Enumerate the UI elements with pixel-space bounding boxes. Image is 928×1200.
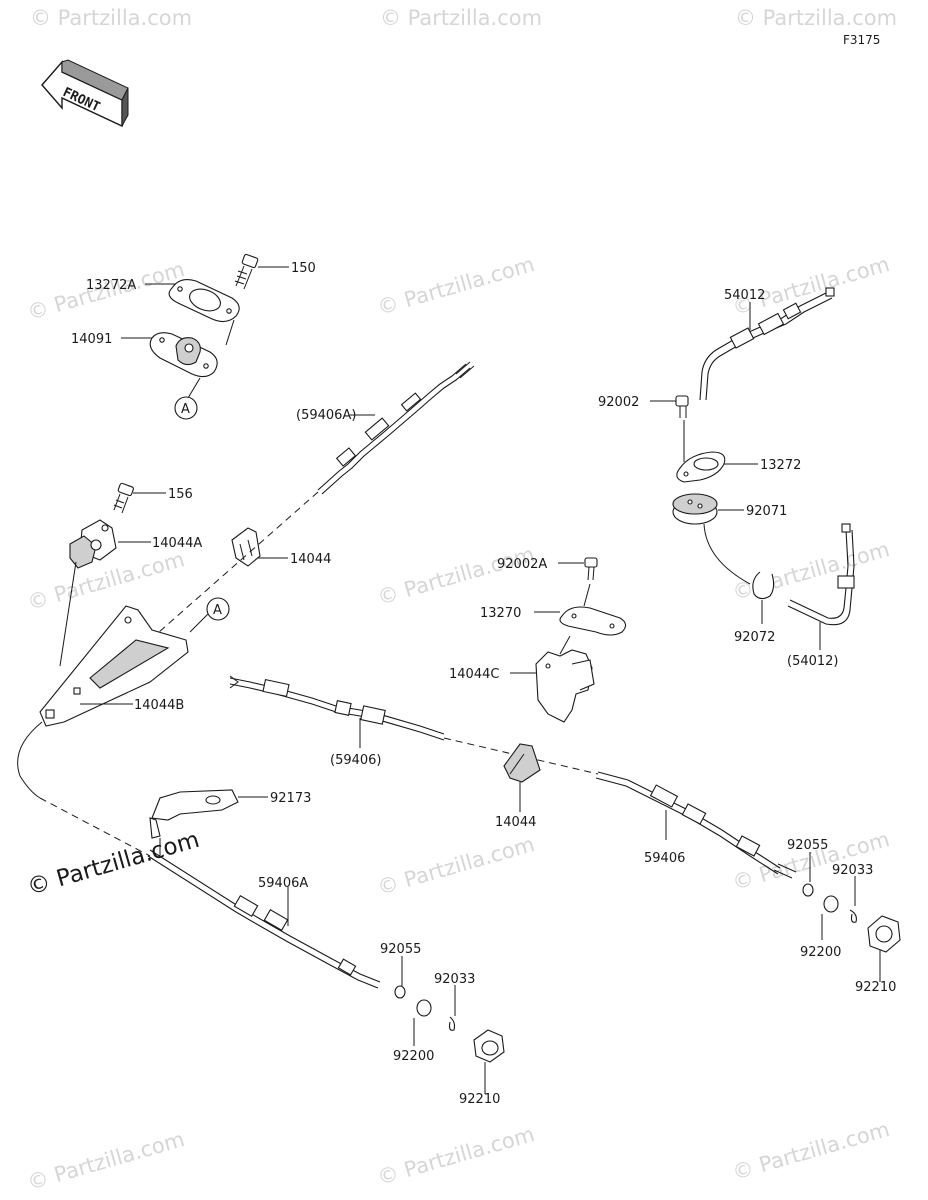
label-92002A: 92002A [497,557,547,572]
label-13272: 13272 [760,458,801,473]
gasket-13270-icon [559,606,627,636]
nut-92210-right-icon [867,915,901,953]
watermark: © Partzilla.com [375,832,537,900]
label-54012: 54012 [724,288,765,303]
label-59406-paren: (59406) [330,753,382,768]
front-arrow-icon: FRONT [41,59,129,128]
figure-code: F3175 [843,33,880,47]
cable-59406-middle-icon [229,675,445,741]
clip-92033-right-icon [849,909,857,923]
bracket-14044B-icon [39,605,189,727]
clip-14044-middle-icon [503,743,541,783]
washer-92200-right-icon [823,895,839,913]
cable-54012-lower-icon [787,523,855,626]
watermarks: © Partzilla.com © Partzilla.com © Partzi… [24,6,897,1195]
washer-92200-left-icon [416,999,432,1017]
cable-59406-right-icon [595,771,797,879]
bracket-14044C-icon [535,649,595,723]
watermark: © Partzilla.com [380,6,542,30]
clip-92033-left-icon [448,1016,456,1031]
label-92033-left: 92033 [434,972,475,987]
label-59406: 59406 [644,851,685,866]
label-13272A: 13272A [86,278,136,293]
cable-54012-icon [699,287,835,401]
watermark: © Partzilla.com [375,1122,537,1190]
watermark: © Partzilla.com [25,547,187,615]
clamp-92072-icon [752,571,775,600]
label-92210-right: 92210 [855,980,896,995]
oring-92055-right-icon [802,883,814,897]
label-14091: 14091 [71,332,112,347]
label-156: 156 [168,487,193,502]
label-54012-paren: (54012) [787,654,839,669]
label-92033-right: 92033 [832,863,873,878]
label-14044A: 14044A [152,536,202,551]
label-92200-right: 92200 [800,945,841,960]
bolt-92002A-icon [584,557,598,581]
watermark: © Partzilla.com [375,252,537,320]
label-59406A: 59406A [258,876,308,891]
watermark: © Partzilla.com [30,6,192,30]
label-14044-middle: 14044 [495,815,536,830]
ref-a-circle-top [174,396,198,420]
label-92055-right: 92055 [787,838,828,853]
label-92173: 92173 [270,791,311,806]
watermark: © Partzilla.com [730,252,892,320]
label-92200-left: 92200 [393,1049,434,1064]
cable-59406A-upper-icon [317,361,475,495]
watermark: © Partzilla.com [735,6,897,30]
ref-a-top: A [181,402,190,417]
ref-a-bracket: A [213,603,222,618]
label-14044B: 14044B [134,698,184,713]
label-92072: 92072 [734,630,775,645]
bracket-92173-icon [149,789,239,839]
gasket-13272-icon [676,451,726,483]
watermark-prominent: © Partzilla.com [24,827,202,901]
watermark: © Partzilla.com [375,542,537,610]
label-92002: 92002 [598,395,639,410]
label-92055-left: 92055 [380,942,421,957]
bolt-92002-icon [675,395,689,418]
grommet-92071-icon [672,493,718,525]
label-92071: 92071 [746,504,787,519]
bolt-156-icon [113,482,134,514]
label-92210-left: 92210 [459,1092,500,1107]
watermark: © Partzilla.com [25,1127,187,1195]
gasket-13272A-icon [168,279,240,323]
label-13270: 13270 [480,606,521,621]
label-150: 150 [291,261,316,276]
oring-92055-left-icon [394,985,406,999]
label-59406A-paren: (59406A) [296,408,356,423]
clamp-14044A-icon [69,519,117,569]
bolt-150-icon [234,253,259,290]
clip-14044-upper-icon [231,527,261,567]
cable-59406A-lower-icon [147,849,381,989]
label-14044C: 14044C [449,667,499,682]
watermark: © Partzilla.com [730,1117,892,1185]
nut-92210-left-icon [473,1029,505,1063]
label-14044-upper: 14044 [290,552,331,567]
ref-a-circle-bracket [206,597,230,621]
boot-14091-icon [149,332,218,378]
